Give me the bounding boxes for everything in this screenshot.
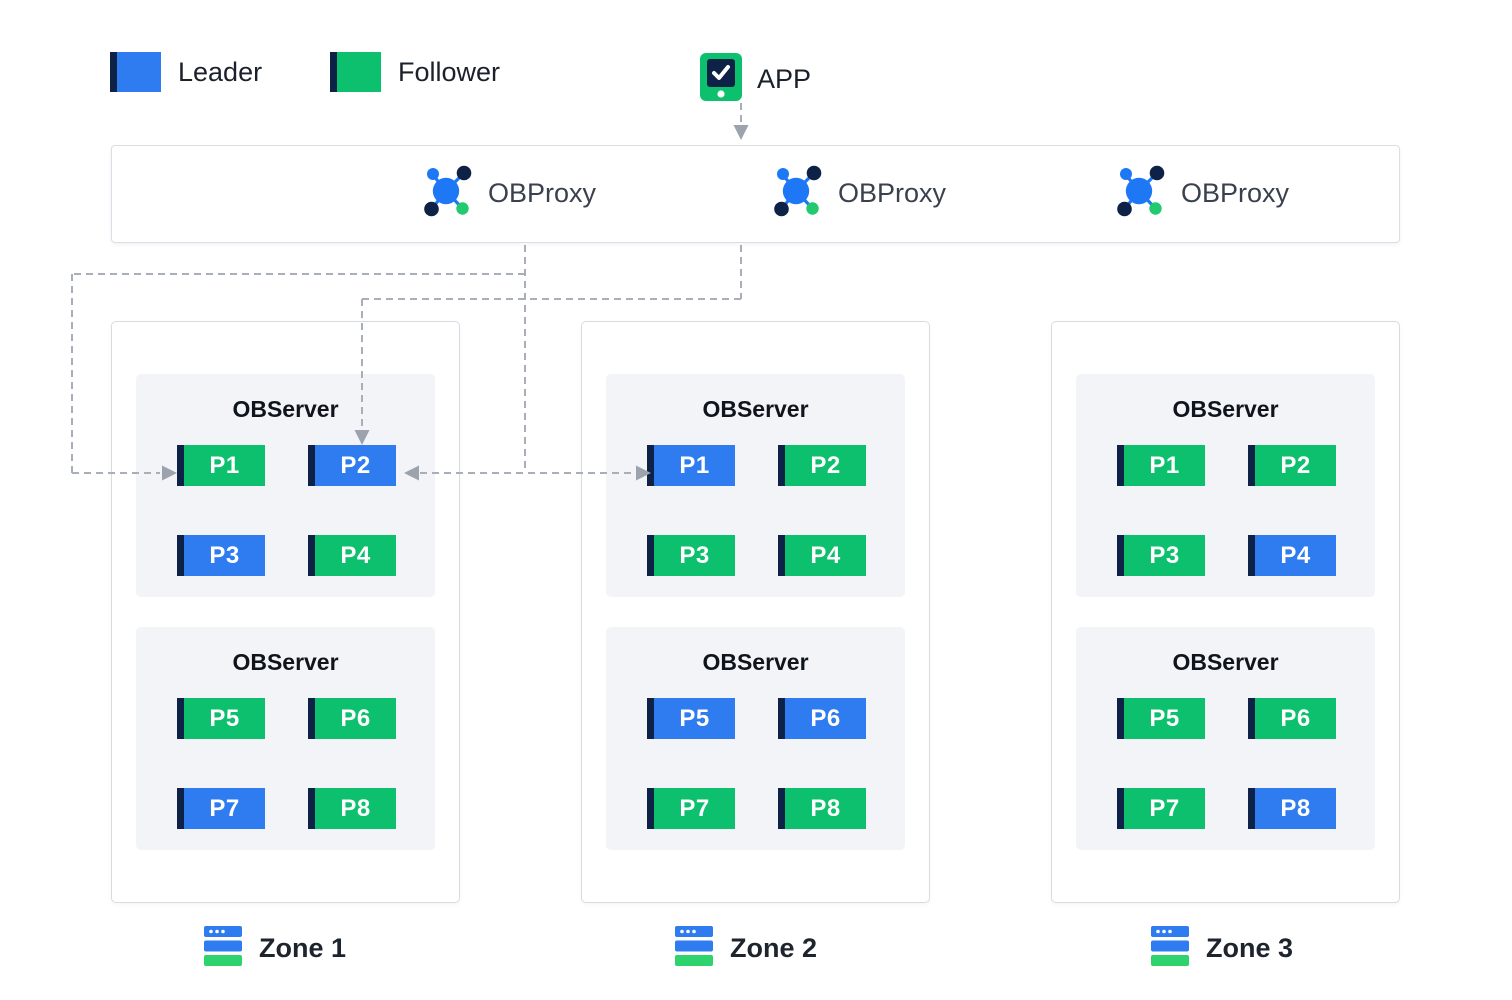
zone-2-label: Zone 2: [675, 926, 817, 971]
partition-label: P5: [209, 704, 240, 732]
partition-label: P1: [209, 451, 240, 479]
obproxy-node: OBProxy: [424, 146, 596, 241]
zone-name: Zone 2: [730, 933, 818, 963]
partition-label: P1: [679, 451, 710, 479]
partition: P5: [177, 698, 265, 739]
obproxy-label: OBProxy: [488, 178, 597, 208]
zone-name: Zone 3: [1206, 933, 1294, 963]
partition-label: P6: [340, 704, 371, 732]
partition-label: P6: [810, 704, 841, 732]
partition: P6: [308, 698, 396, 739]
observer-title: OBServer: [702, 649, 809, 675]
partition: P3: [177, 535, 265, 576]
observer-title: OBServer: [702, 396, 809, 422]
obproxy-label: OBProxy: [838, 178, 947, 208]
partition-label: P2: [810, 451, 841, 479]
partition: P5: [647, 698, 735, 739]
partition-label: P8: [1280, 794, 1311, 822]
partition: P7: [1117, 788, 1205, 829]
follower-swatch: [330, 52, 381, 92]
partition: P5: [1117, 698, 1205, 739]
zone-3-label: Zone 3: [1151, 926, 1293, 971]
partition: P7: [177, 788, 265, 829]
zone-icon: [675, 926, 713, 971]
observer-title: OBServer: [1172, 649, 1279, 675]
obproxy-node: OBProxy: [774, 146, 946, 241]
zone-1-box: OBServer P1 P2 P3 P4 OBServer P5 P6 P7 P…: [111, 321, 460, 903]
partition-label: P3: [209, 541, 240, 569]
partition-label: P2: [1280, 451, 1311, 479]
partition: P2: [1248, 445, 1336, 486]
partition: P8: [778, 788, 866, 829]
leader-label: Leader: [178, 56, 263, 87]
legend-item-follower: Follower: [330, 52, 500, 92]
legend-item-leader: Leader: [110, 52, 262, 92]
obproxy-icon: [774, 164, 824, 223]
observer-box: OBServer P1 P2 P3 P4: [1076, 374, 1375, 597]
observer-title: OBServer: [232, 649, 339, 675]
app-node: APP: [700, 53, 811, 106]
partition: P1: [647, 445, 735, 486]
observer-box: OBServer P5 P6 P7 P8: [606, 627, 905, 850]
partition: P4: [1248, 535, 1336, 576]
leader-swatch: [110, 52, 161, 92]
partition-label: P3: [679, 541, 710, 569]
partition-label: P8: [340, 794, 371, 822]
partition: P4: [308, 535, 396, 576]
obproxy-icon: [1117, 164, 1167, 223]
partition: P3: [647, 535, 735, 576]
partition: P2: [308, 445, 396, 486]
partition: P4: [778, 535, 866, 576]
partition: P1: [177, 445, 265, 486]
partition: P8: [1248, 788, 1336, 829]
zone-3-box: OBServer P1 P2 P3 P4 OBServer P5 P6 P7 P…: [1051, 321, 1400, 903]
partition-label: P8: [810, 794, 841, 822]
partition-label: P6: [1280, 704, 1311, 732]
zone-2-box: OBServer P1 P2 P3 P4 OBServer P5 P6 P7 P…: [581, 321, 930, 903]
partition: P7: [647, 788, 735, 829]
partition: P1: [1117, 445, 1205, 486]
zone-name: Zone 1: [259, 933, 347, 963]
obproxy-label: OBProxy: [1181, 178, 1290, 208]
obproxy-icon: [424, 164, 474, 223]
partition: P8: [308, 788, 396, 829]
obproxy-container: OBProxy OBProxy: [111, 145, 1400, 243]
zone-1-label: Zone 1: [204, 926, 346, 971]
observer-title: OBServer: [1172, 396, 1279, 422]
observer-box: OBServer P5 P6 P7 P8: [136, 627, 435, 850]
observer-box: OBServer P1 P2 P3 P4: [136, 374, 435, 597]
partition: P3: [1117, 535, 1205, 576]
partition-label: P2: [340, 451, 371, 479]
obproxy-node: OBProxy: [1117, 146, 1289, 241]
follower-label: Follower: [398, 56, 501, 87]
partition: P6: [1248, 698, 1336, 739]
zone-icon: [204, 926, 242, 971]
partition-label: P4: [810, 541, 841, 569]
partition-label: P5: [679, 704, 710, 732]
partition-label: P5: [1149, 704, 1180, 732]
arrowhead-down-icon: [733, 125, 749, 140]
app-icon: [700, 53, 742, 106]
app-label: APP: [757, 64, 812, 94]
observer-box: OBServer P1 P2 P3 P4: [606, 374, 905, 597]
observer-title: OBServer: [232, 396, 339, 422]
partition-label: P4: [1280, 541, 1311, 569]
partition-label: P7: [679, 794, 710, 822]
observer-box: OBServer P5 P6 P7 P8: [1076, 627, 1375, 850]
partition-label: P3: [1149, 541, 1180, 569]
zone-icon: [1151, 926, 1189, 971]
partition: P2: [778, 445, 866, 486]
partition-label: P4: [340, 541, 371, 569]
partition: P6: [778, 698, 866, 739]
partition-label: P7: [209, 794, 240, 822]
partition-label: P1: [1149, 451, 1180, 479]
partition-label: P7: [1149, 794, 1180, 822]
